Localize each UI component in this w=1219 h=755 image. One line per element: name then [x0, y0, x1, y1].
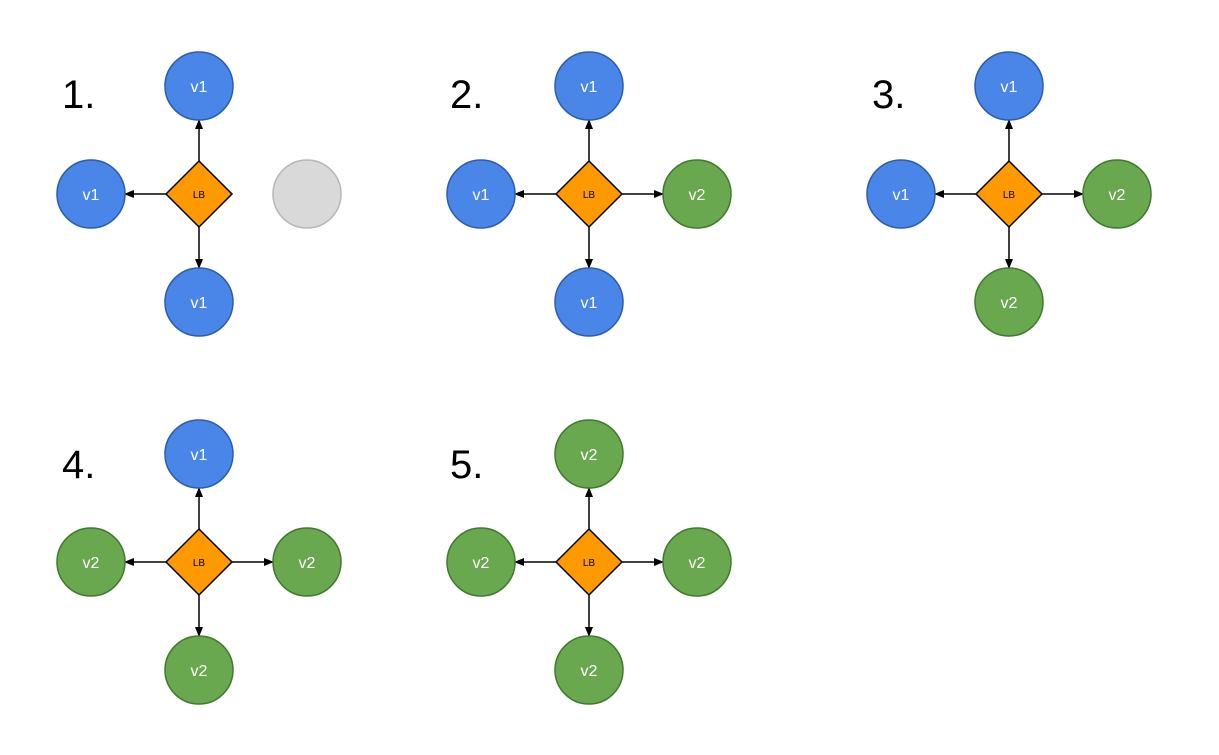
server-node-right-label: v2 — [299, 555, 316, 572]
step-number-label: 4. — [62, 443, 95, 487]
diagram-step-3: 3. v1 v1 v2 v2 LB — [866, 51, 1152, 337]
step-number-label: 1. — [62, 73, 95, 117]
server-node-up-label: v1 — [1001, 79, 1018, 96]
server-node-up — [164, 51, 234, 121]
server-node-up — [554, 51, 624, 121]
server-node-down — [164, 267, 234, 337]
load-balancer-diamond — [554, 527, 624, 597]
server-node-right — [1082, 159, 1152, 229]
server-node-left-label: v1 — [473, 187, 490, 204]
server-node-left-label: v2 — [473, 555, 490, 572]
server-node-right — [662, 159, 732, 229]
server-node-right-label: v2 — [1109, 187, 1126, 204]
server-node-right — [272, 159, 342, 229]
server-node-down-label: v2 — [1001, 295, 1018, 312]
load-balancer-label: LB — [193, 190, 206, 201]
load-balancer-label: LB — [193, 558, 206, 569]
server-node-left — [446, 527, 516, 597]
server-node-left-label: v2 — [83, 555, 100, 572]
load-balancer-label: LB — [583, 190, 596, 201]
server-node-left — [56, 159, 126, 229]
load-balancer-diamond — [164, 527, 234, 597]
server-node-down — [554, 267, 624, 337]
server-node-down-label: v1 — [581, 295, 598, 312]
server-node-down-label: v2 — [581, 663, 598, 680]
step-number-label: 5. — [450, 443, 483, 487]
server-node-up-label: v2 — [581, 447, 598, 464]
server-node-up — [554, 419, 624, 489]
server-node-down — [164, 635, 234, 705]
load-balancer-diamond — [164, 159, 234, 229]
server-node-left — [446, 159, 516, 229]
server-node-up-label: v1 — [581, 79, 598, 96]
load-balancer-diamond — [554, 159, 624, 229]
server-node-right-label: v2 — [689, 555, 706, 572]
server-node-left — [56, 527, 126, 597]
server-node-down — [974, 267, 1044, 337]
server-node-left — [866, 159, 936, 229]
server-node-up-label: v1 — [191, 79, 208, 96]
server-node-right — [662, 527, 732, 597]
load-balancer-label: LB — [1003, 190, 1016, 201]
server-node-right-label: v2 — [689, 187, 706, 204]
server-node-up — [164, 419, 234, 489]
server-node-left-label: v1 — [893, 187, 910, 204]
server-node-down-label: v2 — [191, 663, 208, 680]
server-node-up — [974, 51, 1044, 121]
server-node-down-label: v1 — [191, 295, 208, 312]
server-node-down — [554, 635, 624, 705]
step-number-label: 2. — [450, 73, 483, 117]
load-balancer-label: LB — [583, 558, 596, 569]
step-number-label: 3. — [872, 73, 905, 117]
diagram-step-4: 4. v1 v2 v2 v2 LB — [56, 419, 342, 705]
server-node-right — [272, 527, 342, 597]
server-node-left-label: v1 — [83, 187, 100, 204]
server-node-up-label: v1 — [191, 447, 208, 464]
load-balancer-diamond — [974, 159, 1044, 229]
